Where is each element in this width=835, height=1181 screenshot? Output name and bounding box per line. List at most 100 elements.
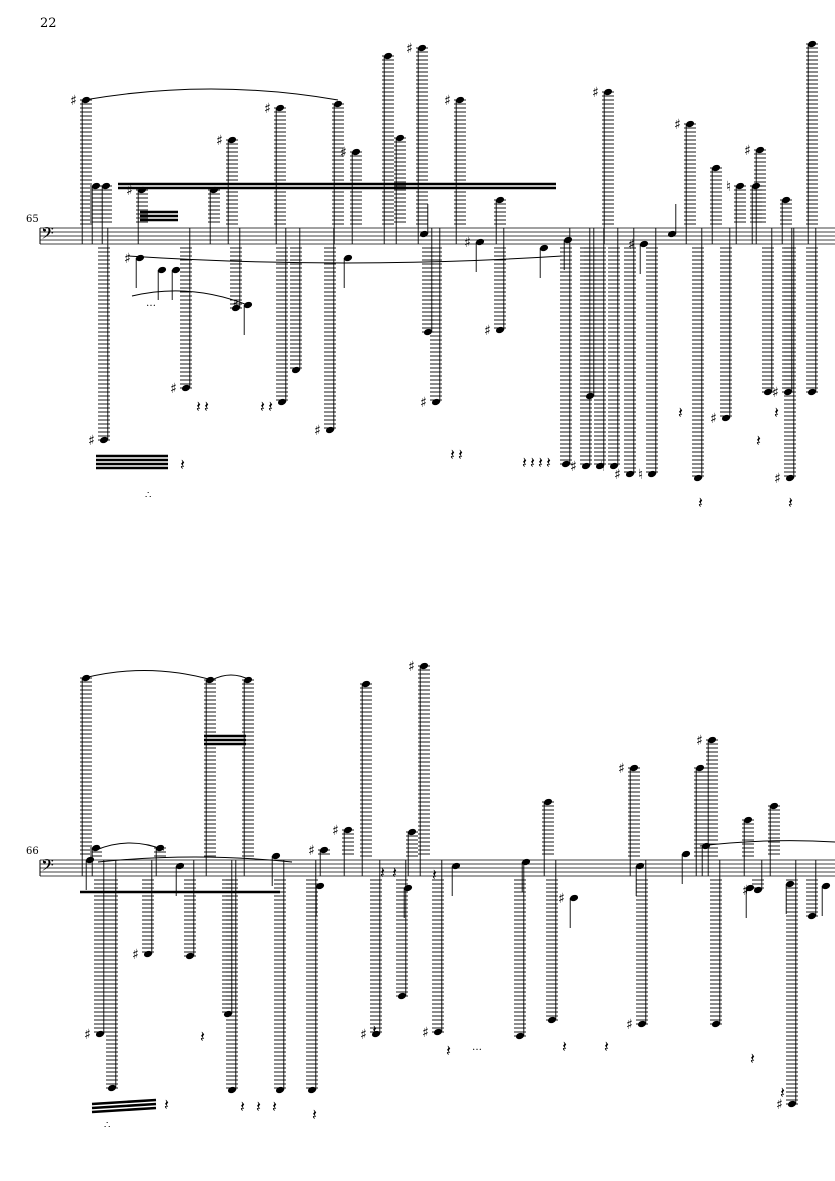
notehead: [143, 950, 153, 958]
notehead: [735, 182, 745, 190]
notehead: [395, 134, 405, 142]
notehead: [101, 182, 111, 190]
quarter-rest-icon: 𝄽: [546, 453, 551, 472]
notehead: [595, 462, 605, 470]
notehead: [637, 1020, 647, 1028]
notehead: [107, 1084, 117, 1092]
notehead: [711, 1020, 721, 1028]
sharp-icon: ♯: [314, 423, 321, 439]
sharp-icon: ♯: [84, 1027, 91, 1043]
quarter-rest-icon: 𝄽: [538, 453, 543, 472]
sharp-icon: ♯: [614, 467, 621, 483]
slur: [83, 88, 339, 101]
sharp-icon: ♯: [332, 823, 339, 839]
quarter-rest-icon: 𝄽: [774, 403, 779, 422]
notehead: [361, 680, 371, 688]
notehead: [275, 1086, 285, 1094]
notehead: [785, 880, 795, 888]
notehead: [647, 470, 657, 478]
quarter-rest-icon: 𝄽: [268, 397, 273, 416]
sharp-icon: ♯: [124, 251, 131, 267]
sharp-icon: ♯: [340, 145, 347, 161]
notehead: [625, 470, 635, 478]
notehead: [431, 398, 441, 406]
notehead: [821, 882, 831, 890]
quarter-rest-icon: 𝄽: [530, 453, 535, 472]
quarter-rest-icon: 𝄽: [604, 1037, 609, 1056]
quarter-rest-icon: 𝄽: [260, 397, 265, 416]
sharp-icon: ♯: [742, 883, 749, 899]
notehead: [547, 1016, 557, 1024]
notehead: [91, 182, 101, 190]
notehead: [271, 852, 281, 860]
notehead: [397, 992, 407, 1000]
staccato-dots: ∴: [145, 490, 151, 501]
notehead: [639, 240, 649, 248]
notehead: [181, 384, 191, 392]
notehead: [99, 436, 109, 444]
notehead: [581, 462, 591, 470]
quarter-rest-icon: 𝄽: [432, 865, 437, 884]
notehead: [343, 826, 353, 834]
notehead: [275, 104, 285, 112]
notehead: [563, 236, 573, 244]
notehead: [231, 304, 241, 312]
quarter-rest-icon: 𝄽: [756, 431, 761, 450]
notehead: [807, 388, 817, 396]
notehead: [407, 828, 417, 836]
staff-system-1: 𝄢♯♯♯♯♯♯♯♯♯♮♯♯♯♯♯♯♯♮♯♮♯♯♯♯♯♯♯𝄽𝄽𝄽𝄽𝄽𝄽𝄽𝄽𝄽𝄽𝄽𝄽…: [39, 40, 835, 512]
quarter-rest-icon: 𝄽: [180, 455, 185, 474]
sharp-icon: ♯: [420, 395, 427, 411]
quarter-rest-icon: 𝄽: [450, 445, 455, 464]
notehead: [693, 474, 703, 482]
notehead: [701, 842, 711, 850]
notehead: [769, 802, 779, 810]
sharp-icon: ♯: [422, 1025, 429, 1041]
notehead: [333, 100, 343, 108]
measure-number-66: 66: [26, 846, 39, 857]
quarter-rest-icon: 𝄽: [200, 1027, 205, 1046]
sharp-icon: ♯: [70, 93, 77, 109]
sharp-icon: ♯: [408, 659, 415, 675]
quarter-rest-icon: 𝄽: [458, 445, 463, 464]
sharp-icon: ♯: [744, 143, 751, 159]
notehead: [157, 266, 167, 274]
notehead: [325, 426, 335, 434]
quarter-rest-icon: 𝄽: [392, 863, 397, 882]
notehead: [681, 850, 691, 858]
sharp-icon: ♯: [406, 41, 413, 57]
notehead: [635, 862, 645, 870]
beam: [91, 1106, 157, 1114]
notehead: [371, 1030, 381, 1038]
notehead: [185, 952, 195, 960]
sharp-icon: ♯: [696, 733, 703, 749]
quarter-rest-icon: 𝄽: [562, 1037, 567, 1056]
notehead: [307, 1086, 317, 1094]
sharp-icon: ♯: [170, 381, 177, 397]
notehead: [495, 326, 505, 334]
notehead: [515, 1032, 525, 1040]
notehead: [291, 366, 301, 374]
notehead: [721, 414, 731, 422]
sharp-icon: ♯: [444, 93, 451, 109]
notehead: [785, 474, 795, 482]
notehead: [175, 862, 185, 870]
slur: [83, 670, 213, 681]
sharp-icon: ♯: [776, 1097, 783, 1113]
sharp-icon: ♯: [464, 235, 471, 251]
bass-clef-icon: 𝄢: [41, 855, 54, 879]
staccato-dots: …: [472, 1042, 482, 1053]
quarter-rest-icon: 𝄽: [698, 493, 703, 512]
measure-number-65: 65: [26, 214, 39, 225]
bass-clef-icon: 𝄢: [41, 223, 54, 247]
notehead: [707, 736, 717, 744]
notehead: [539, 244, 549, 252]
quarter-rest-icon: 𝄽: [780, 1083, 785, 1102]
sharp-icon: ♯: [626, 1017, 633, 1033]
slur: [97, 856, 293, 863]
staccato-dots: ∴: [104, 1120, 110, 1131]
sharp-icon: ♯: [772, 385, 779, 401]
quarter-rest-icon: 𝄽: [204, 397, 209, 416]
slur: [211, 674, 251, 681]
notehead: [667, 230, 677, 238]
